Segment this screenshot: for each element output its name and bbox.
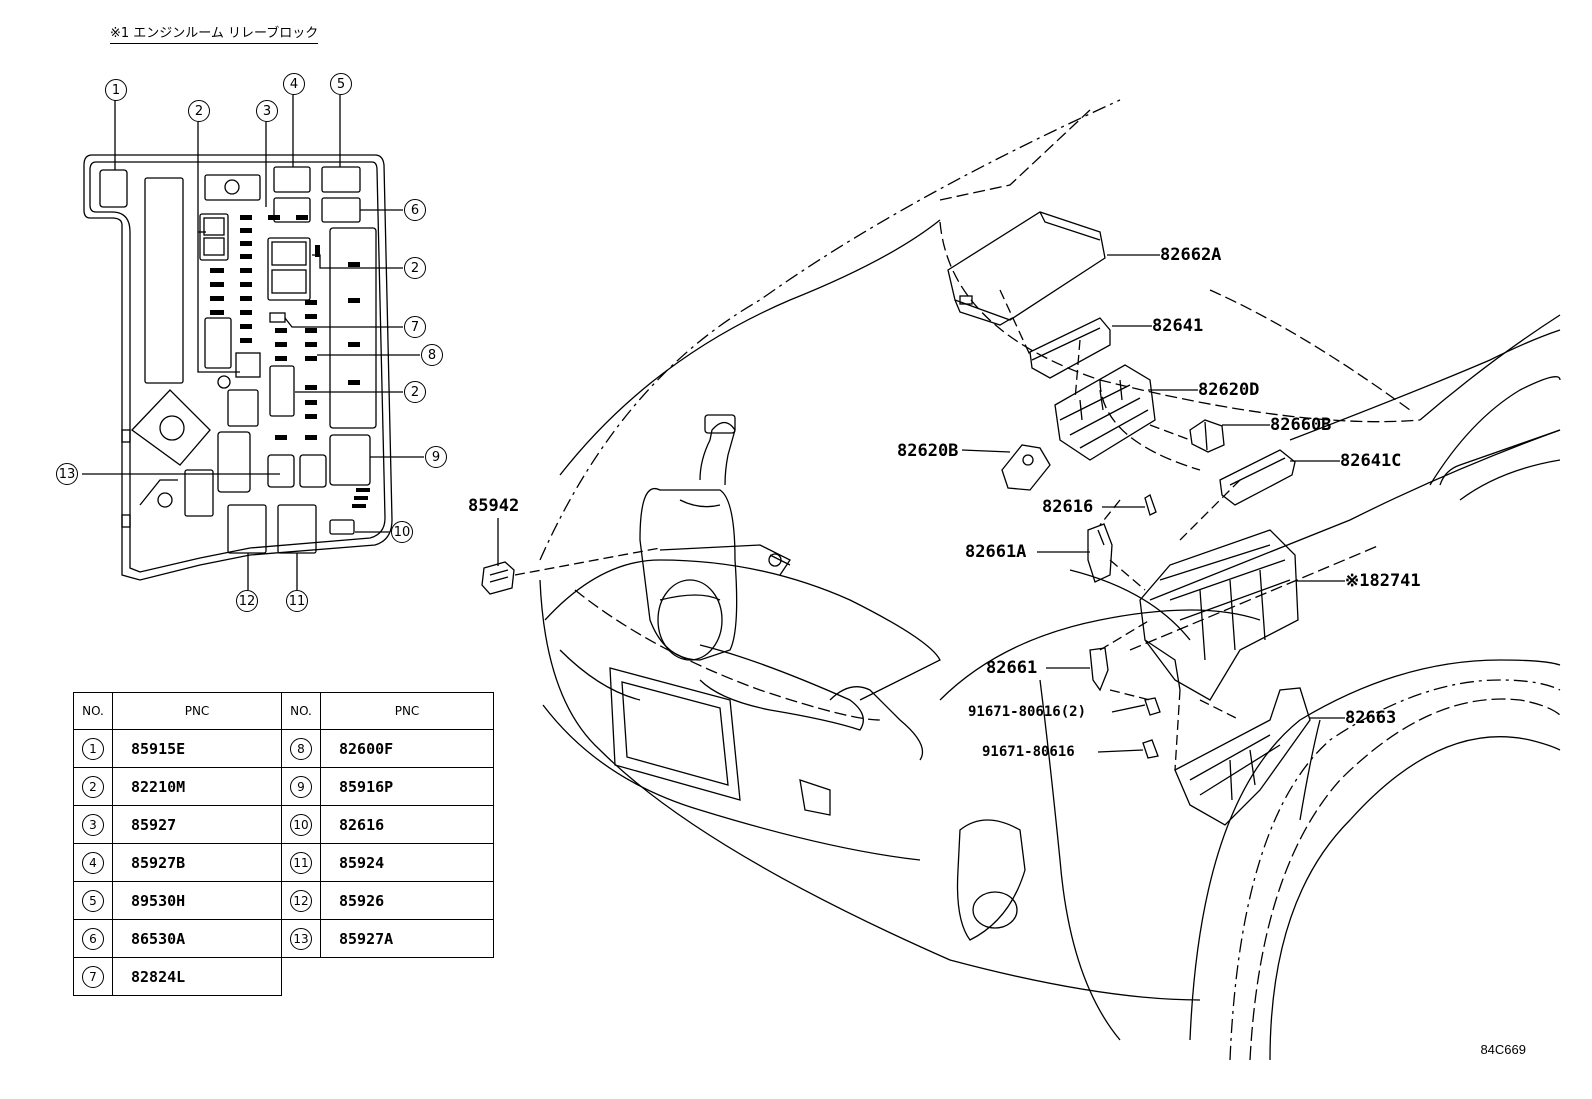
row-no: 1 — [82, 737, 104, 760]
row-pnc: 85916P — [320, 767, 494, 806]
row-pnc: 85927B — [112, 843, 282, 882]
row-no: 3 — [82, 813, 104, 836]
row-pnc: 85926 — [320, 881, 494, 920]
row-pnc: 85927A — [320, 919, 494, 958]
callout-10: 10 — [391, 521, 413, 543]
pnc-table: NO. PNC NO. PNC 1 85915E 8 82600F 2 8221… — [73, 692, 494, 996]
row-pnc: 82210M — [112, 767, 282, 806]
callout-4: 4 — [283, 73, 305, 95]
header-pnc-right: PNC — [320, 692, 494, 730]
table-row: 6 86530A 13 85927A — [73, 919, 494, 958]
part-82616: 82616 — [1042, 497, 1094, 517]
diagram-code: 84C669 — [1480, 1042, 1526, 1057]
part-82660B: 82660B — [1270, 415, 1332, 435]
callout-13: 13 — [56, 463, 78, 485]
part-82663: 82663 — [1345, 708, 1397, 728]
table-row: 5 89530H 12 85926 — [73, 881, 494, 920]
part-82741: ※182741 — [1345, 571, 1421, 591]
callout-8: 8 — [421, 344, 443, 366]
table-row: 1 85915E 8 82600F — [73, 729, 494, 768]
row-no: 10 — [290, 813, 312, 836]
row-no: 13 — [290, 927, 312, 950]
callout-5: 5 — [330, 73, 352, 95]
row-no: 12 — [290, 889, 312, 912]
row-no: 2 — [82, 775, 104, 798]
header-no-left: NO. — [73, 692, 113, 730]
callout-6: 6 — [404, 199, 426, 221]
car-drawing — [539, 99, 1561, 1061]
relay-block-title: ※1 エンジンルーム リレーブロック — [110, 22, 319, 44]
row-no: 7 — [82, 965, 104, 988]
relay-block-drawing — [82, 95, 424, 590]
callout-2-mid: 2 — [404, 257, 426, 279]
callout-9: 9 — [425, 446, 447, 468]
part-82620B: 82620B — [897, 441, 959, 461]
row-pnc: 82824L — [112, 957, 282, 996]
callout-2-low: 2 — [404, 381, 426, 403]
row-pnc: 85927 — [112, 805, 282, 844]
header-no-right: NO. — [281, 692, 321, 730]
callout-12: 12 — [236, 590, 258, 612]
part-91671-80616: 91671-80616 — [982, 744, 1075, 760]
part-82641: 82641 — [1152, 316, 1204, 336]
part-91671-80616-2: 91671-80616(2) — [968, 704, 1087, 720]
callout-1: 1 — [105, 79, 127, 101]
row-no: 11 — [290, 851, 312, 874]
callout-11: 11 — [286, 590, 308, 612]
row-pnc: 85915E — [112, 729, 282, 768]
callout-7: 7 — [404, 316, 426, 338]
header-pnc-left: PNC — [112, 692, 282, 730]
row-no: 9 — [290, 775, 312, 798]
row-no: 8 — [290, 737, 312, 760]
row-pnc: 82616 — [320, 805, 494, 844]
part-82661: 82661 — [986, 658, 1038, 678]
part-85942: 85942 — [468, 496, 520, 516]
callout-3: 3 — [256, 100, 278, 122]
table-row: 4 85927B 11 85924 — [73, 843, 494, 882]
row-no: 6 — [82, 927, 104, 950]
part-82661A: 82661A — [965, 542, 1027, 562]
part-82641C: 82641C — [1340, 451, 1402, 471]
row-no: 4 — [82, 851, 104, 874]
table-row: 2 82210M 9 85916P — [73, 767, 494, 806]
table-row: 7 82824L — [73, 957, 494, 996]
row-pnc: 86530A — [112, 919, 282, 958]
row-no: 5 — [82, 889, 104, 912]
engine-room-parts-drawing — [481, 211, 1345, 826]
part-82620D: 82620D — [1198, 380, 1260, 400]
row-pnc: 85924 — [320, 843, 494, 882]
row-pnc: 89530H — [112, 881, 282, 920]
part-82662A: 82662A — [1160, 245, 1222, 265]
table-row: 3 85927 10 82616 — [73, 805, 494, 844]
row-pnc: 82600F — [320, 729, 494, 768]
callout-2-top: 2 — [188, 100, 210, 122]
